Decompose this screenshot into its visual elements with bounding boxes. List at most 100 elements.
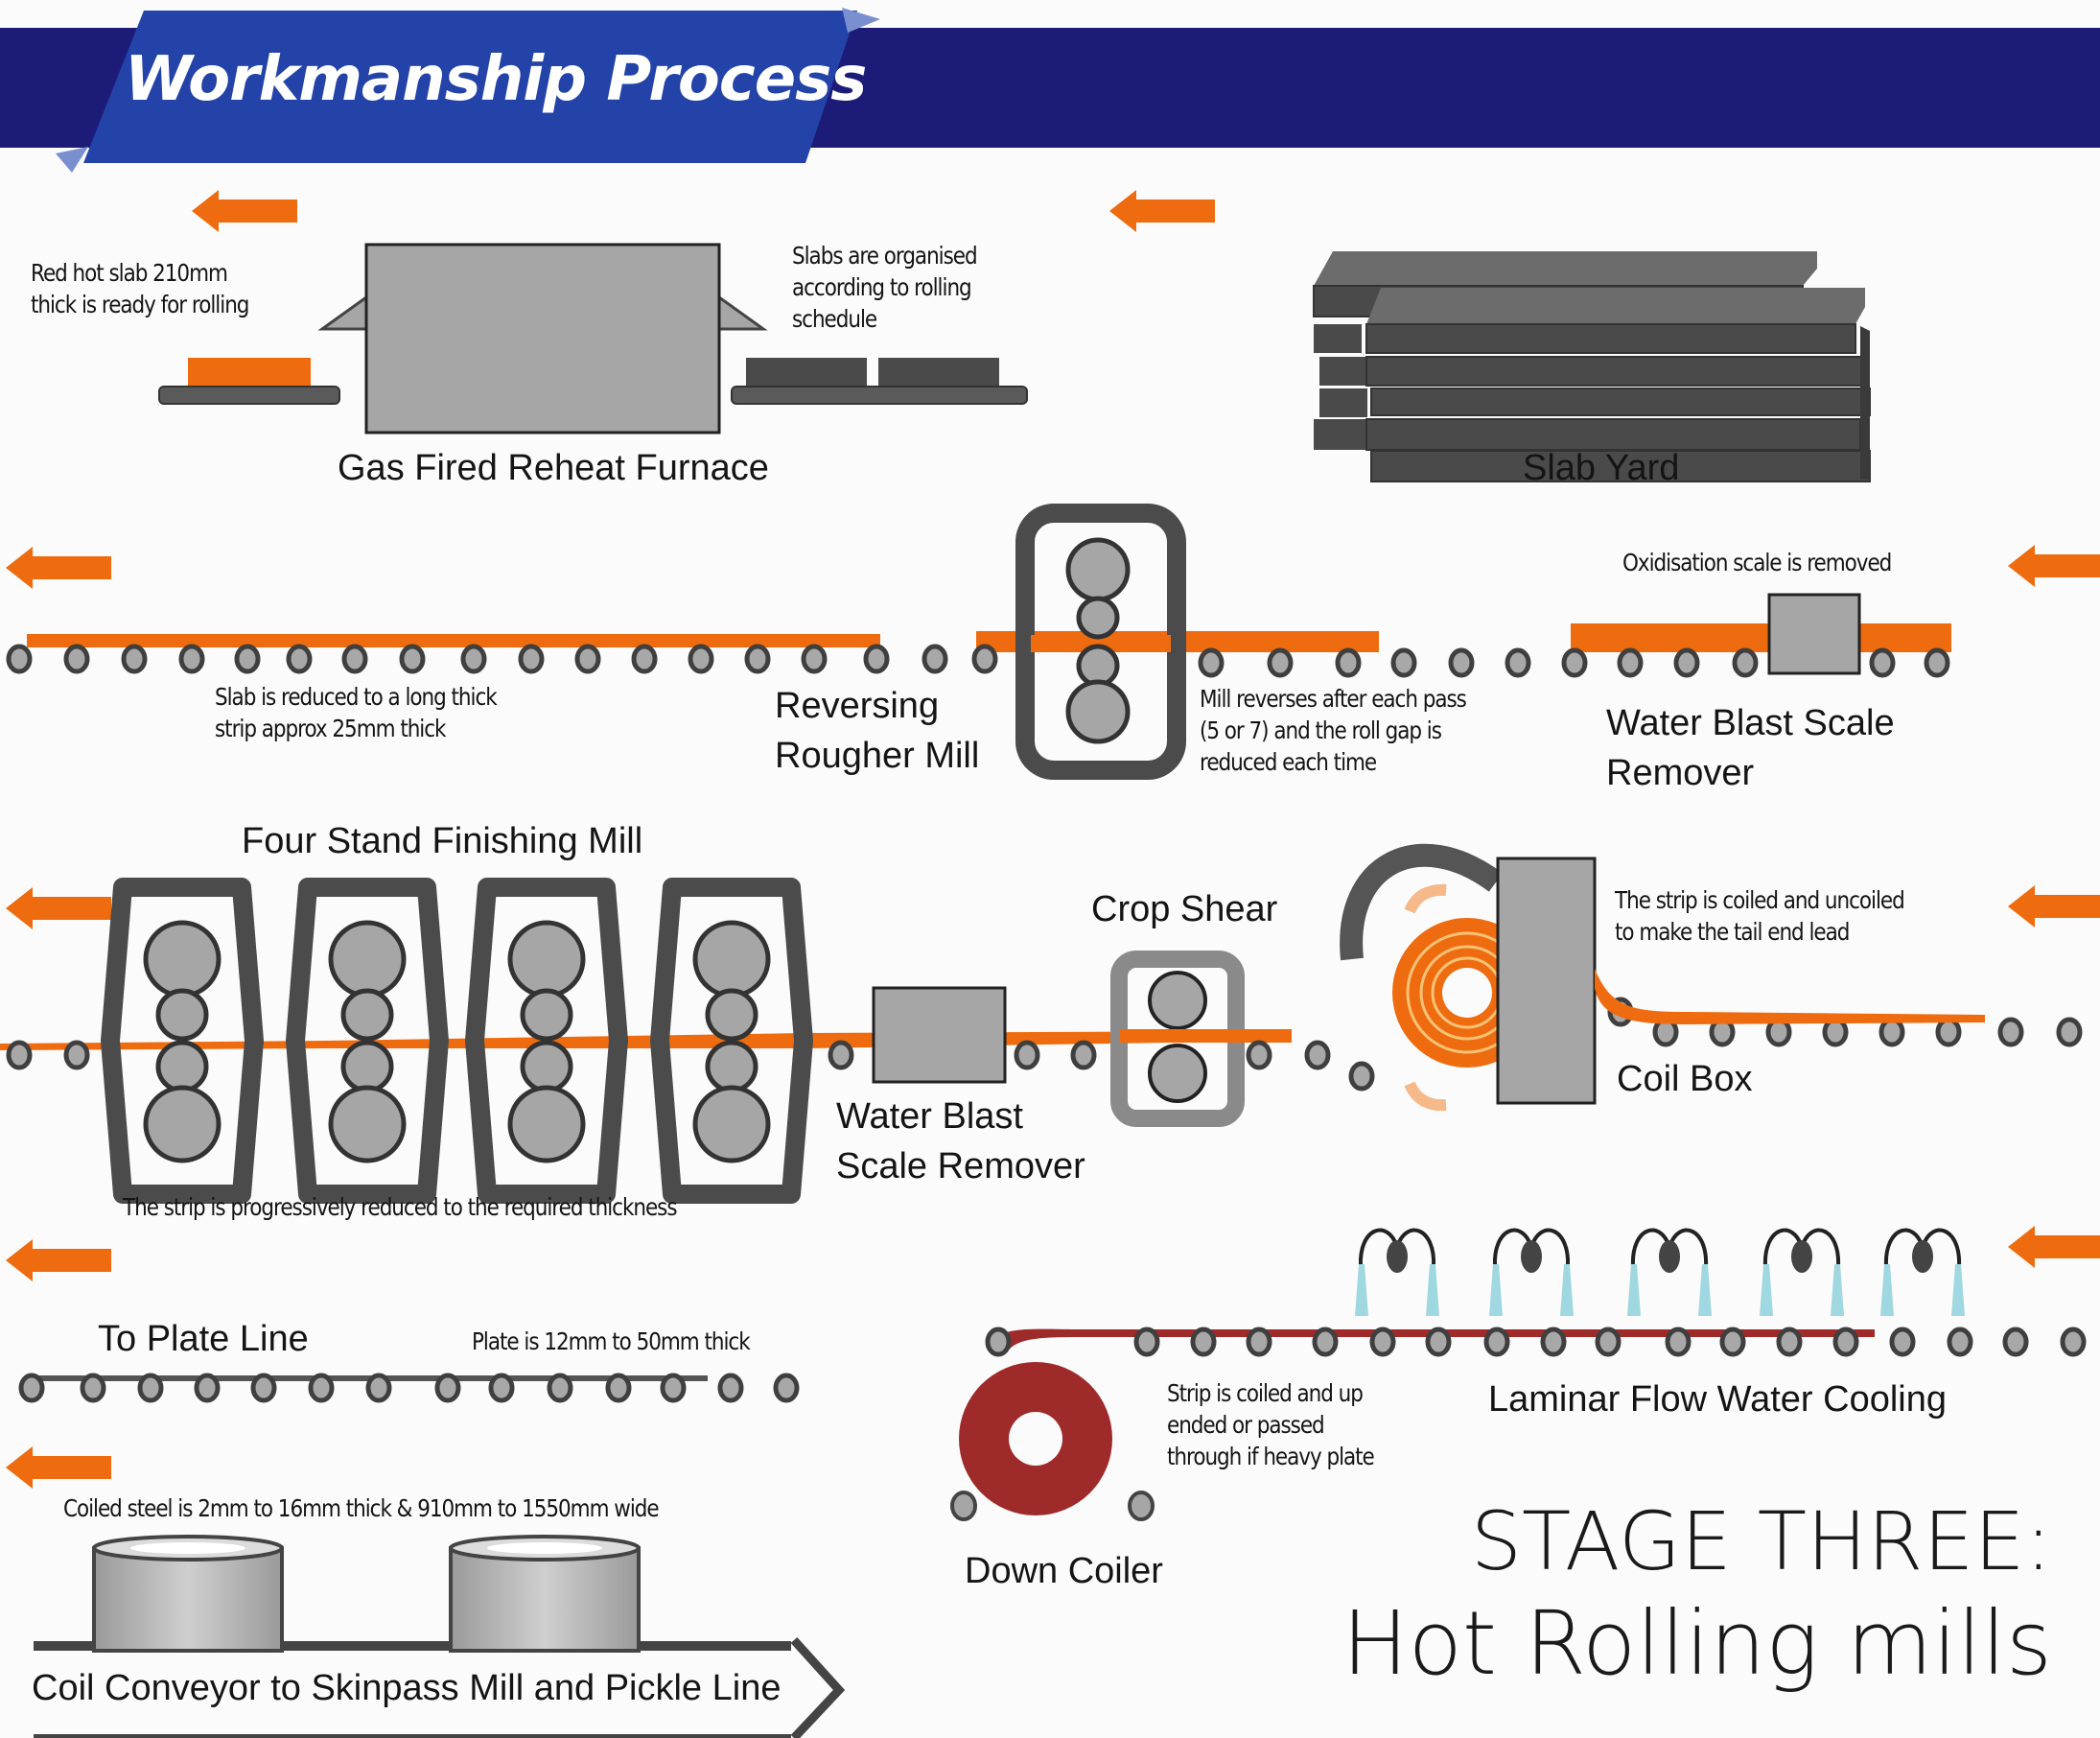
roller	[308, 1373, 335, 1403]
label-down-coiler: Down Coiler	[965, 1551, 1163, 1591]
label-coil-conveyor: Coil Conveyor to Skinpass Mill and Pickl…	[32, 1668, 782, 1708]
header-corner-bottom	[56, 147, 88, 173]
reheat-furnace-graphic	[158, 243, 1028, 434]
backup-roll	[507, 1085, 586, 1163]
note-line: reduced each time	[1200, 748, 1377, 776]
water-stream	[1880, 1264, 1894, 1316]
note-line: The strip is coiled and uncoiled	[1615, 886, 1905, 914]
backup-roll	[328, 1085, 407, 1163]
stand-frame	[286, 878, 449, 1204]
note-line: Mill reverses after each pass	[1200, 685, 1467, 713]
roller	[2002, 1327, 2029, 1357]
furnace-body	[364, 243, 721, 434]
water-spray-header	[1880, 1228, 1965, 1316]
stage-title: Hot Rolling mills	[1342, 1592, 2052, 1695]
note-line: schedule	[792, 305, 877, 333]
roller	[1832, 1327, 1859, 1357]
waiting-slab-2	[878, 358, 999, 388]
roller	[574, 644, 601, 674]
roller	[547, 1373, 573, 1403]
note-strip-coiled: Strip is coiled and up ended or passed t…	[1167, 1377, 1375, 1472]
label-plate-line: To Plate Line	[98, 1319, 309, 1359]
roller	[828, 1040, 854, 1070]
label-line: Rougher Mill	[775, 736, 980, 776]
note-oxidisation: Oxidisation scale is removed	[1622, 549, 1892, 576]
roller	[1190, 1327, 1217, 1357]
roller	[971, 644, 998, 674]
roller	[2060, 1327, 2087, 1357]
roller	[434, 1373, 461, 1403]
roller	[518, 644, 545, 674]
work-roll	[520, 988, 573, 1042]
roller	[863, 644, 890, 674]
roller	[1878, 1017, 1905, 1047]
furnace-right-hood	[717, 294, 768, 331]
note-line: according to rolling	[792, 273, 972, 301]
plate-line-graphic	[18, 1373, 800, 1403]
roller	[717, 1373, 744, 1403]
finishing-stand	[650, 878, 813, 1204]
roller	[1924, 647, 1950, 678]
roller	[922, 644, 948, 674]
water-blast-box-2	[872, 986, 1007, 1084]
conveyor-arrowhead	[790, 1636, 846, 1738]
rougher-line-graphic	[6, 504, 1951, 780]
flow-arrow-icon	[1109, 190, 1215, 232]
flow-arrow-icon	[2008, 885, 2100, 928]
cooled-strip	[997, 1328, 1875, 1352]
water-stream	[1627, 1264, 1641, 1316]
spray-nozzle	[1791, 1240, 1812, 1273]
roller	[1617, 647, 1644, 678]
stand-frame	[465, 878, 628, 1204]
roller	[460, 644, 487, 674]
header-panel	[83, 11, 857, 163]
label-rougher-mill: Reversing Rougher Mill	[775, 681, 979, 781]
spray-nozzle	[1521, 1240, 1542, 1273]
label-finishing-mill: Four Stand Finishing Mill	[242, 821, 643, 861]
note-red-hot-slab: Red hot slab 210mm thick is ready for ro…	[31, 257, 249, 320]
roller	[1947, 1327, 1973, 1357]
water-stream	[1831, 1264, 1844, 1316]
roller	[234, 644, 261, 674]
flow-arrows	[6, 190, 2100, 1489]
water-stream	[1760, 1264, 1773, 1316]
roller	[1133, 1327, 1160, 1357]
rotation-arrow-top	[1404, 883, 1447, 914]
note-progressively: The strip is progressively reduced to th…	[123, 1193, 678, 1221]
roller	[1483, 1327, 1510, 1357]
roller	[63, 1040, 90, 1070]
laminar-cooling-graphic	[950, 1228, 2087, 1521]
roller	[399, 644, 426, 674]
roller	[1869, 647, 1896, 678]
water-spray-header	[1760, 1228, 1844, 1316]
stage-number: STAGE THREE:	[1470, 1494, 2052, 1588]
roller	[6, 644, 33, 674]
roller	[1267, 647, 1294, 678]
note-line: through if heavy plate	[1167, 1443, 1375, 1470]
water-spray-header	[1489, 1228, 1574, 1316]
note-line: Red hot slab 210mm	[31, 259, 228, 287]
note-line: Strip is coiled and up	[1167, 1379, 1364, 1407]
label-coil-box: Coil Box	[1617, 1059, 1753, 1099]
roller	[1070, 1040, 1097, 1070]
finishing-line-graphic	[0, 843, 2083, 1204]
note-line: Slabs are organised	[792, 242, 978, 270]
flow-arrow-icon	[192, 190, 297, 232]
roller	[1448, 647, 1475, 678]
header-banner	[0, 8, 2100, 173]
note-mill-reverses: Mill reverses after each pass (5 or 7) a…	[1200, 683, 1467, 778]
spray-nozzle	[1387, 1240, 1408, 1273]
spray-nozzle	[1912, 1240, 1933, 1273]
roller	[773, 1373, 800, 1403]
flow-arrow-icon	[6, 547, 111, 589]
roller	[688, 644, 714, 674]
note-slab-reduced: Slab is reduced to a long thick strip ap…	[215, 681, 498, 744]
flow-arrow-icon	[2008, 545, 2100, 587]
note-plate-thickness: Plate is 12mm to 50mm thick	[472, 1327, 751, 1355]
finishing-stand	[286, 878, 449, 1204]
roller	[178, 644, 205, 674]
roller	[1732, 647, 1759, 678]
roller	[1935, 1017, 1962, 1047]
furnace-left-hood	[317, 294, 368, 331]
crop-shear-top-drum	[1148, 971, 1207, 1030]
